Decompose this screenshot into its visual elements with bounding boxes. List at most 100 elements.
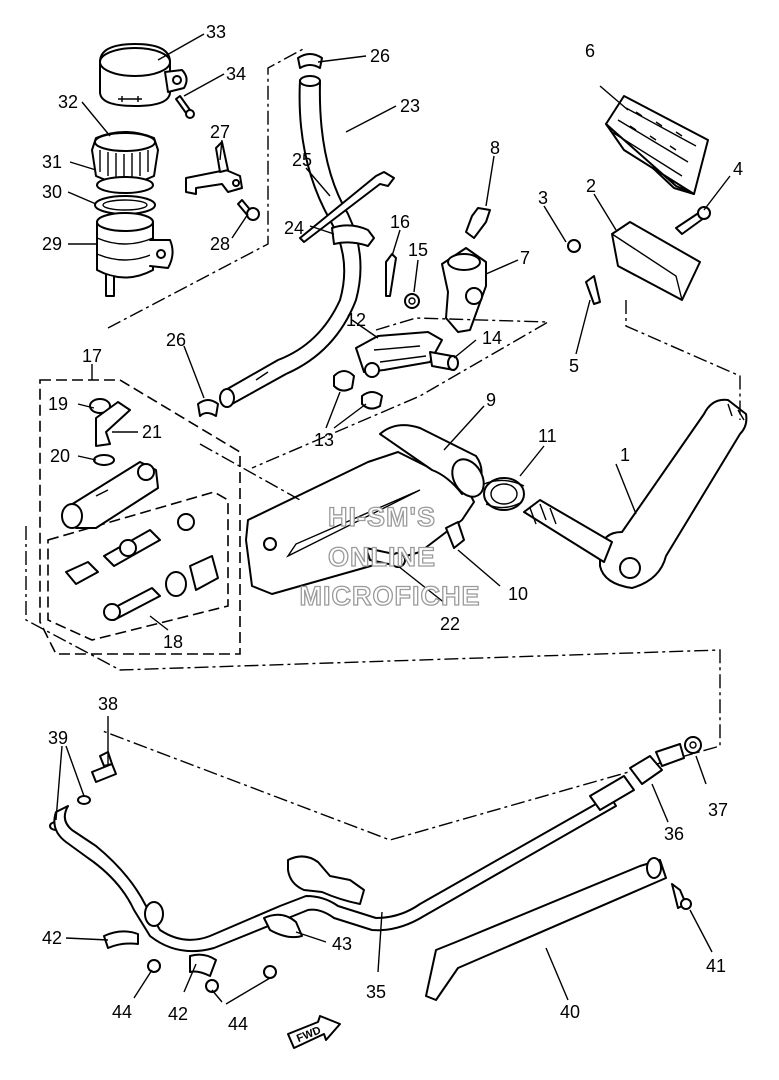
callout-6[interactable]: 6 xyxy=(585,41,595,61)
callout-1[interactable]: 1 xyxy=(620,445,630,465)
callout-26-bottom[interactable]: 26 xyxy=(166,330,186,350)
callout-38[interactable]: 38 xyxy=(98,694,118,714)
reservoir-diaphragm-32[interactable] xyxy=(91,131,159,184)
callout-23[interactable]: 23 xyxy=(400,96,420,116)
pivot-shaft[interactable] xyxy=(523,499,613,563)
hose-joint-21[interactable] xyxy=(95,401,131,447)
washer-3[interactable] xyxy=(567,239,581,253)
callout-43[interactable]: 43 xyxy=(332,934,352,954)
hose-clamp-42-right[interactable] xyxy=(189,953,217,977)
bolt-28[interactable] xyxy=(237,199,260,221)
callout-26-top[interactable]: 26 xyxy=(370,46,390,66)
hose-clamp-bracket-27[interactable] xyxy=(185,141,243,195)
callout-44-right[interactable]: 44 xyxy=(228,1014,248,1034)
hose-clamp-42-left[interactable] xyxy=(103,930,139,949)
return-spring-11[interactable] xyxy=(483,477,525,511)
hose-clip-26-top[interactable] xyxy=(297,53,323,69)
callout-25[interactable]: 25 xyxy=(292,150,312,170)
callout-24[interactable]: 24 xyxy=(284,218,304,238)
bushing-13[interactable] xyxy=(333,370,383,410)
reservoir-cap-33[interactable] xyxy=(99,43,171,107)
callout-42-right[interactable]: 42 xyxy=(168,1004,188,1024)
bolt-41[interactable] xyxy=(671,883,692,910)
bolt-8[interactable] xyxy=(465,207,491,239)
callout-29[interactable]: 29 xyxy=(42,234,62,254)
callout-37[interactable]: 37 xyxy=(708,800,728,820)
pedal-rubber-6[interactable] xyxy=(605,95,709,195)
brake-rod-end-7[interactable] xyxy=(441,247,487,333)
hose-clamp-43[interactable] xyxy=(263,913,303,939)
callout-5[interactable]: 5 xyxy=(569,356,579,376)
callout-10[interactable]: 10 xyxy=(508,584,528,604)
callout-44-left[interactable]: 44 xyxy=(112,1002,132,1022)
pedal-plate-2[interactable] xyxy=(611,221,701,301)
callout-21[interactable]: 21 xyxy=(142,422,162,442)
master-cylinder-kit-17-frame xyxy=(39,379,241,655)
callout-18[interactable]: 18 xyxy=(163,632,183,652)
callout-31[interactable]: 31 xyxy=(42,152,62,172)
callout-20[interactable]: 20 xyxy=(50,446,70,466)
reservoir-tank-29[interactable] xyxy=(96,212,174,297)
callout-40[interactable]: 40 xyxy=(560,1002,580,1022)
piston-kit-parts[interactable] xyxy=(65,513,219,621)
callout-4[interactable]: 4 xyxy=(733,159,743,179)
reservoir-ring-30[interactable] xyxy=(94,195,156,215)
callout-15[interactable]: 15 xyxy=(408,240,428,260)
brake-clevis-12[interactable] xyxy=(355,331,443,378)
callout-8[interactable]: 8 xyxy=(490,138,500,158)
washer-37[interactable] xyxy=(684,736,702,754)
callout-13[interactable]: 13 xyxy=(314,430,334,450)
callout-7[interactable]: 7 xyxy=(520,248,530,268)
callout-9[interactable]: 9 xyxy=(486,390,496,410)
callout-2[interactable]: 2 xyxy=(586,176,596,196)
bolt-10[interactable] xyxy=(445,521,465,549)
callout-33[interactable]: 33 xyxy=(206,22,226,42)
callout-12[interactable]: 12 xyxy=(346,310,366,330)
brake-pedal-arm-1[interactable] xyxy=(599,398,748,589)
callout-22[interactable]: 22 xyxy=(440,614,460,634)
pin-14[interactable] xyxy=(429,351,459,371)
cylinder-link-line xyxy=(199,443,301,501)
tie-25[interactable] xyxy=(299,171,395,243)
clip-19[interactable] xyxy=(89,398,111,414)
callout-36[interactable]: 36 xyxy=(664,824,684,844)
callout-34[interactable]: 34 xyxy=(226,64,246,84)
callout-27[interactable]: 27 xyxy=(210,122,230,142)
brake-hose-35[interactable] xyxy=(53,775,635,953)
callout-39[interactable]: 39 xyxy=(48,728,68,748)
callout-41[interactable]: 41 xyxy=(706,956,726,976)
callout-3[interactable]: 3 xyxy=(538,188,548,208)
callout-11[interactable]: 11 xyxy=(538,426,557,446)
forward-arrow: FWD xyxy=(287,1015,341,1049)
master-cylinder-18-inner-box xyxy=(47,491,229,641)
brake-pipe-40[interactable] xyxy=(425,857,667,1001)
hose-clamp-24[interactable] xyxy=(331,224,375,247)
watermark-line-3: MICROFICHE xyxy=(300,581,481,611)
diaphragm-plate-31[interactable] xyxy=(96,176,154,194)
watermark-line-2: ONLINE xyxy=(328,542,436,572)
master-cylinder-body[interactable] xyxy=(61,461,159,529)
o-ring-20[interactable] xyxy=(93,454,115,466)
hose-fitting-36[interactable] xyxy=(629,743,685,785)
screw-34[interactable] xyxy=(175,95,195,119)
pedal-bracket-9[interactable] xyxy=(245,424,490,595)
callout-14[interactable]: 14 xyxy=(482,328,502,348)
callout-28[interactable]: 28 xyxy=(210,234,230,254)
bolt-44[interactable] xyxy=(147,959,277,993)
cotter-pin-5[interactable] xyxy=(585,275,601,305)
union-bolt-38[interactable] xyxy=(91,751,117,783)
hose-group-frame xyxy=(25,526,721,841)
callout-16[interactable]: 16 xyxy=(390,212,410,232)
washer-15[interactable] xyxy=(404,293,420,309)
callout-labels: 1 2 3 4 5 6 7 8 9 10 11 12 13 14 15 16 1… xyxy=(42,22,743,1034)
callout-30[interactable]: 30 xyxy=(42,182,62,202)
callout-42-left[interactable]: 42 xyxy=(42,928,62,948)
callout-35[interactable]: 35 xyxy=(366,982,386,1002)
callout-32[interactable]: 32 xyxy=(58,92,78,112)
hose-clip-26-bottom[interactable] xyxy=(197,399,219,417)
pedal-bolt-4[interactable] xyxy=(675,206,711,235)
cotter-pin-16[interactable] xyxy=(385,253,397,297)
leader-lines xyxy=(55,33,731,1005)
callout-17[interactable]: 17 xyxy=(82,346,102,366)
callout-19[interactable]: 19 xyxy=(48,394,68,414)
